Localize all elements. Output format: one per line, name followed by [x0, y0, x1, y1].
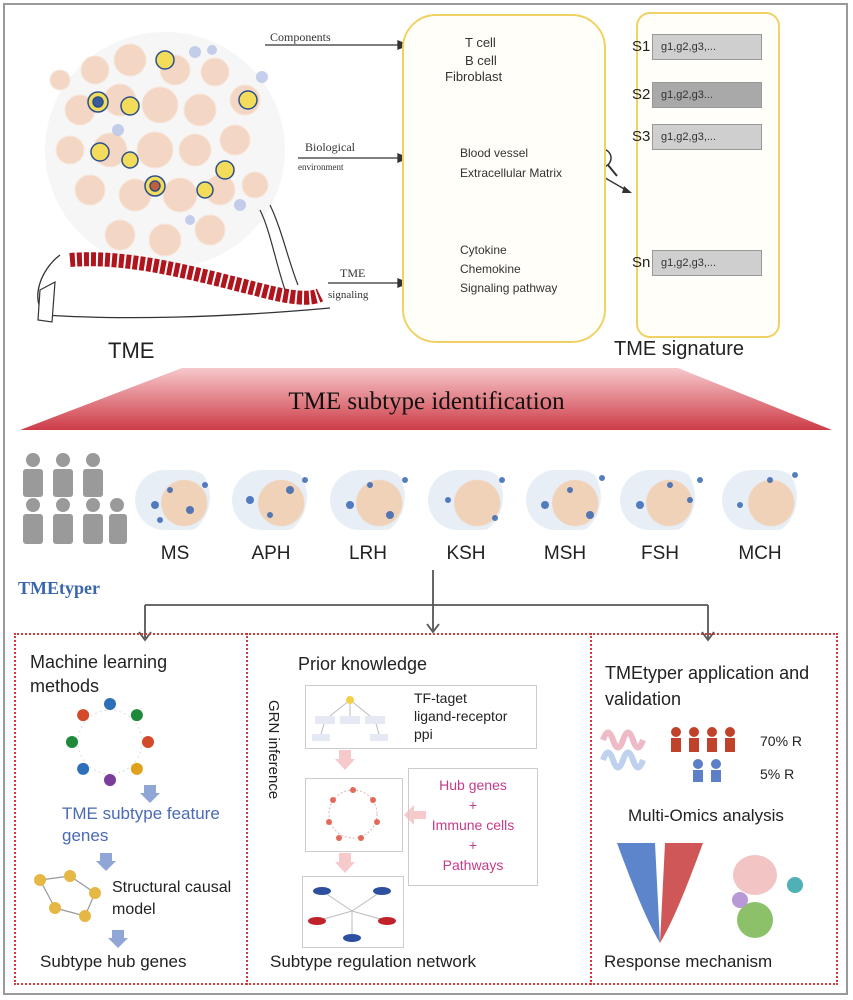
banner-title: TME subtype identification	[288, 388, 565, 415]
combo-plus-1: +	[468, 797, 478, 813]
figure-frame	[3, 3, 848, 995]
subtype-label-ksh: KSH	[446, 543, 486, 564]
prior-knowledge-title: Prior knowledge	[298, 654, 428, 674]
mechanism-icon	[732, 855, 803, 938]
causal-model-label: Structural causal model	[112, 879, 232, 918]
arrow-label-components: Components	[270, 30, 331, 44]
signature-box	[636, 12, 780, 338]
down-arrow-icon	[335, 853, 355, 873]
subtype-label-fsh: FSH	[641, 543, 679, 564]
subtype-ms-icon	[135, 470, 217, 530]
subtype-aph-icon	[232, 470, 314, 530]
ml-method-dot	[104, 774, 116, 786]
arrow-label-biological: Biological	[305, 140, 355, 154]
subtype-label-ms: MS	[160, 543, 190, 564]
signature-label: TME signature	[614, 338, 745, 360]
volcano-plot-icon	[605, 838, 715, 946]
subtype-label-lrh: LRH	[348, 543, 387, 564]
item-blood-vessel: Blood vessel	[460, 146, 529, 160]
combo-immune: Immune cells	[431, 817, 515, 833]
ml-method-dot	[77, 762, 90, 775]
left-arrow-icon	[404, 805, 426, 825]
arrow-label-environment: environment	[298, 162, 344, 172]
sig-genes-s2: g1,g2,g3...	[652, 82, 762, 108]
network-box-2	[302, 876, 404, 948]
item-signaling-pathway: Signaling pathway	[460, 281, 558, 295]
knowledge-ppi: ppi	[414, 726, 433, 742]
causal-graph-icon	[34, 870, 101, 922]
item-t-cell: T cell	[465, 35, 496, 50]
grn-inference-label-wrap: GRN inference	[258, 700, 288, 890]
response-70: 70% R	[760, 733, 803, 749]
subtype-label-msh: MSH	[543, 543, 587, 564]
ml-method-dot	[142, 736, 154, 748]
down-arrow-icon	[140, 785, 160, 803]
combo-plus-2: +	[468, 837, 478, 853]
panel-divider-right	[590, 633, 592, 985]
knowledge-lr: ligand-receptor	[414, 708, 508, 724]
regulation-network-icon	[308, 887, 396, 942]
sig-genes-sn: g1,g2,g3,...	[652, 250, 762, 276]
panel-divider-left	[246, 633, 248, 985]
subtype-lrh-icon	[330, 470, 412, 530]
subtype-msh-icon	[526, 470, 608, 530]
ml-method-dot	[104, 698, 116, 710]
gene-network-icon	[326, 787, 380, 841]
ml-methods-title: Machine learning methods	[30, 652, 168, 696]
validation-icon	[600, 727, 735, 782]
sig-genes-s1: g1,g2,g3,...	[652, 34, 762, 60]
combo-hub: Hub genes	[439, 777, 507, 793]
hub-genes-label: Subtype hub genes	[40, 952, 187, 971]
combo-box: Hub genes + Immune cells + Pathways	[408, 768, 538, 886]
response-5: 5% R	[760, 766, 795, 782]
down-arrow-icon	[108, 930, 128, 948]
subtype-mch-icon	[722, 470, 804, 530]
down-arrow-icon	[335, 750, 355, 770]
item-b-cell: B cell	[465, 53, 497, 68]
ml-method-dot	[66, 736, 78, 748]
item-fibroblast: Fibroblast	[445, 69, 503, 84]
item-cytokine: Cytokine	[460, 243, 507, 257]
banner-shape	[20, 368, 832, 430]
tool-name: TMEtyper	[18, 578, 100, 598]
sig-id-s1: S1	[632, 38, 651, 55]
application-title: TMEtyper application and validation	[605, 663, 810, 709]
subtype-label-mch: MCH	[738, 543, 782, 564]
feature-genes-label: TME subtype feature genes	[62, 804, 220, 845]
tme-label: TME	[108, 338, 155, 363]
ml-method-dot	[130, 762, 143, 775]
down-arrow-icon	[96, 853, 116, 871]
knowledge-box	[305, 685, 537, 749]
subtype-label-aph: APH	[251, 543, 291, 564]
ml-method-wheel	[66, 698, 154, 786]
components-cylinder	[402, 14, 606, 343]
sig-genes-s3: g1,g2,g3,...	[652, 124, 762, 150]
regulation-network-label: Subtype regulation network	[270, 952, 477, 971]
patients-icon	[23, 453, 127, 544]
sig-id-s3: S3	[632, 128, 651, 145]
sig-id-sn: Sn	[632, 254, 651, 271]
item-chemokine: Chemokine	[460, 262, 521, 276]
sig-id-s2: S2	[632, 86, 651, 103]
multiomics-label: Multi-Omics analysis	[628, 806, 784, 825]
item-extracellular-matrix: Extracellular Matrix	[460, 166, 563, 180]
ml-method-dot	[130, 709, 143, 722]
knowledge-tf: TF-taget	[414, 690, 467, 706]
combo-pathways: Pathways	[442, 857, 504, 873]
bottom-panels-frame	[14, 633, 838, 985]
arrow-label-signaling: signaling	[328, 289, 369, 301]
ml-method-dot	[77, 709, 90, 722]
knowledge-tree-icon	[312, 696, 388, 741]
subtype-cell-dots	[151, 472, 798, 523]
network-box-1	[305, 778, 403, 852]
response-mechanism-label: Response mechanism	[604, 952, 773, 971]
arrow-label-tme: TME	[340, 266, 366, 280]
grn-inference-label: GRN inference	[265, 700, 282, 800]
